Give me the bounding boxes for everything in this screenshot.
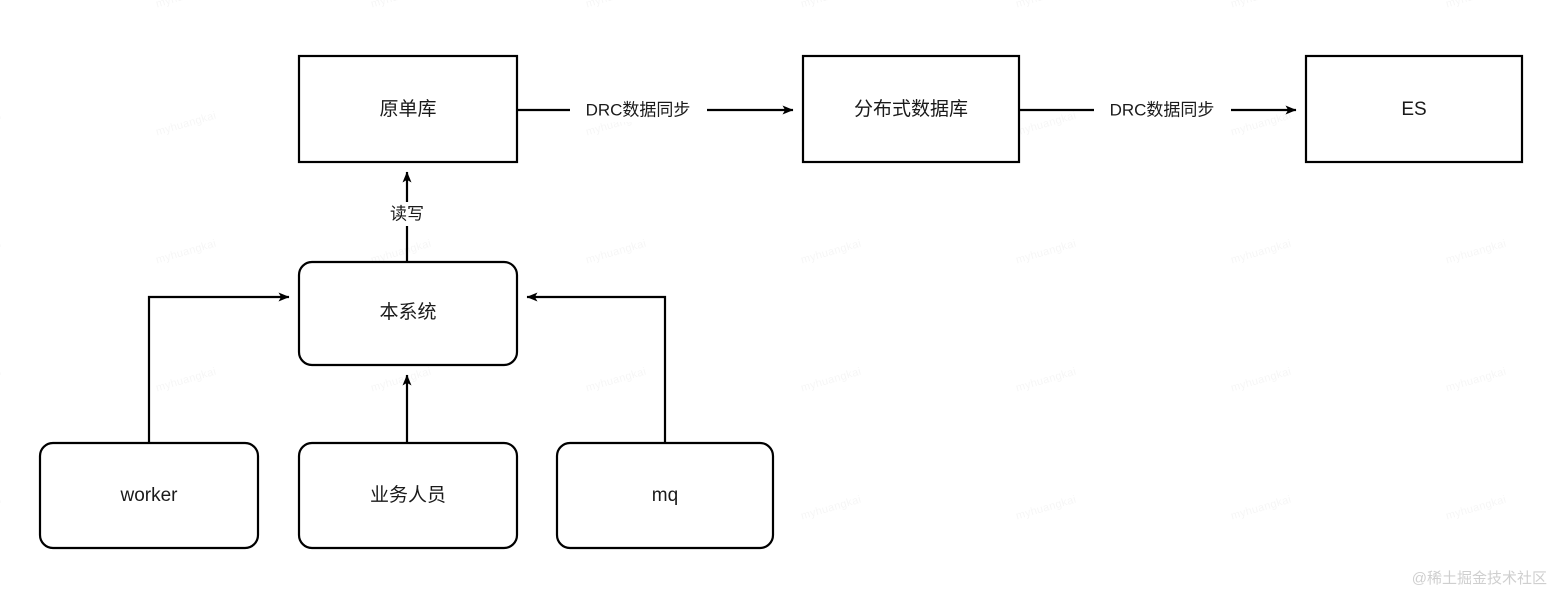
edge-origin-to-distributed: DRC数据同步 [517, 98, 794, 122]
node-label-distributed-db: 分布式数据库 [854, 98, 968, 120]
node-distributed-db[interactable]: 分布式数据库 [801, 54, 1021, 164]
node-business-staff[interactable]: 业务人员 [297, 441, 519, 550]
node-label-worker: worker [119, 485, 178, 506]
edge-system-to-origin: 读写 [380, 171, 436, 262]
node-label-mq: mq [652, 485, 678, 506]
node-worker[interactable]: worker [38, 441, 260, 550]
node-es[interactable]: ES [1304, 54, 1524, 164]
node-this-system[interactable]: 本系统 [297, 260, 519, 367]
site-watermark: @稀土掘金技术社区 [1411, 570, 1547, 587]
edge-label-drc-sync-2: DRC数据同步 [1110, 100, 1215, 119]
edge-label-read-write: 读写 [390, 204, 424, 223]
node-label-business-staff: 业务人员 [370, 484, 446, 506]
node-label-origin-db: 原单库 [379, 98, 436, 120]
node-label-es: ES [1401, 99, 1426, 120]
edge-label-drc-sync-1: DRC数据同步 [586, 100, 691, 119]
edge-worker-to-system [147, 292, 290, 443]
edge-mq-to-system [526, 292, 667, 443]
node-mq[interactable]: mq [555, 441, 775, 550]
node-origin-db[interactable]: 原单库 [297, 54, 519, 164]
edge-distributed-to-es: DRC数据同步 [1019, 98, 1297, 122]
node-label-this-system: 本系统 [379, 301, 436, 323]
